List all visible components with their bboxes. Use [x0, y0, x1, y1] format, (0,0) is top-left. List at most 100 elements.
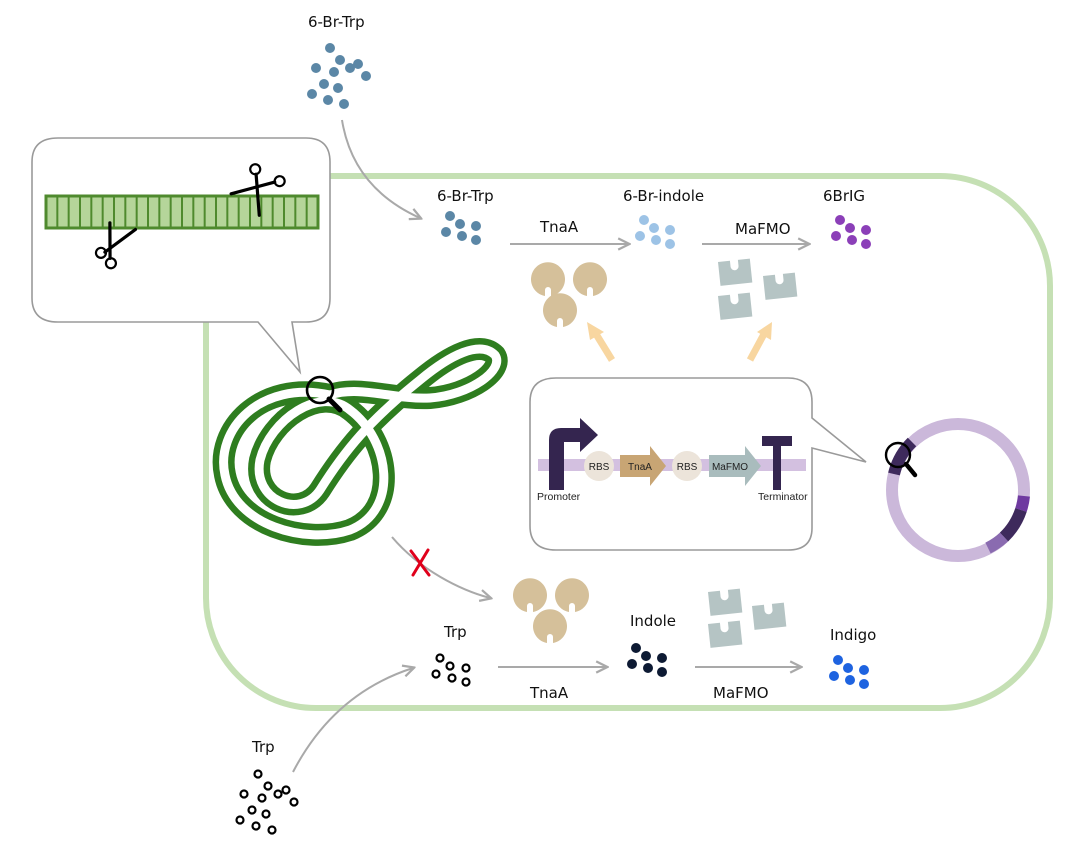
molecule: [267, 825, 277, 835]
gene-tnaA: [620, 446, 666, 486]
plasmid-segment-light: [985, 532, 1009, 554]
block-x-icon: [409, 548, 431, 577]
tnaA-enzyme: [554, 578, 589, 612]
6brig-label: 6BrIG: [823, 187, 865, 205]
trp-external-cluster: [235, 769, 299, 835]
cell-membrane: [203, 173, 1053, 711]
mafmo-top-label: MaFMO: [735, 220, 791, 238]
molecule: [257, 793, 267, 803]
molecule: [847, 235, 857, 245]
molecule: [273, 789, 283, 799]
plasmid-segment-dark-2: [999, 507, 1027, 542]
magnifier-icon: [884, 441, 918, 478]
6br-indole-cluster: [635, 215, 675, 249]
genome-edit-callout: [31, 137, 331, 375]
mafmo-enzyme: [763, 272, 798, 300]
mafmo-enzyme: [708, 588, 743, 616]
molecule: [361, 71, 371, 81]
molecule: [461, 677, 471, 687]
scissors-icon: [229, 163, 286, 217]
molecule: [643, 663, 653, 673]
molecule: [345, 63, 355, 73]
scissors-icon: [94, 221, 138, 270]
plasmid-segment-dark: [888, 437, 917, 476]
molecule: [831, 231, 841, 241]
molecule: [635, 231, 645, 241]
molecule: [261, 809, 271, 819]
molecule: [859, 679, 869, 689]
molecule: [657, 667, 667, 677]
tnaA-enzyme: [513, 578, 547, 612]
tnaA-enzyme: [573, 262, 607, 296]
indole-cluster: [627, 643, 667, 677]
gene-tnaA-label: TnaA: [628, 462, 652, 473]
molecule: [353, 59, 363, 69]
construct-callout: Promoter RBS TnaA RBS MaFMO Terminator: [529, 377, 867, 551]
molecule: [845, 223, 855, 233]
terminator-label: Terminator: [758, 491, 808, 503]
trp-internal-cluster: [431, 653, 471, 687]
rbs-2: [672, 451, 702, 481]
molecule: [627, 659, 637, 669]
molecule: [835, 215, 845, 225]
molecule: [335, 55, 345, 65]
molecule: [471, 235, 481, 245]
ext-6br-trp-cluster: [307, 43, 371, 109]
molecule: [833, 655, 843, 665]
molecule: [447, 673, 457, 683]
uptake-arrow-6br-trp: [341, 119, 420, 218]
tnaA-enzymes-top: [531, 262, 607, 327]
gene-mafmo-label: MaFMO: [712, 462, 748, 473]
molecule: [235, 815, 245, 825]
magnifier-icon: [305, 375, 343, 413]
indole-label: Indole: [630, 612, 676, 630]
mafmo-bottom-label: MaFMO: [713, 684, 769, 702]
molecule: [435, 653, 445, 663]
trp-internal-label: Trp: [443, 623, 467, 641]
rbs-1: [584, 451, 614, 481]
tnaA-bottom-label: TnaA: [529, 684, 569, 702]
molecule: [859, 665, 869, 675]
expression-arrow-tnaA: [593, 332, 615, 362]
molecule: [445, 661, 455, 671]
mafmo-enzyme: [752, 602, 787, 630]
mafmo-enzyme: [718, 258, 753, 286]
molecule: [307, 89, 317, 99]
expression-arrow-tnaA-head: [587, 322, 604, 340]
ext-6br-trp-label: 6-Br-Trp: [308, 13, 365, 31]
tnaA-top-label: TnaA: [539, 218, 579, 236]
rbs-2-label: RBS: [677, 462, 698, 473]
molecule: [631, 643, 641, 653]
molecule: [247, 805, 257, 815]
molecule: [239, 789, 249, 799]
molecule: [665, 239, 675, 249]
molecule: [329, 67, 339, 77]
gene-mafmo: [709, 446, 761, 486]
molecule: [253, 769, 263, 779]
6br-indole-label: 6-Br-indole: [623, 187, 704, 205]
molecule: [251, 821, 261, 831]
molecule: [845, 675, 855, 685]
molecule: [843, 663, 853, 673]
trp-external-label: Trp: [251, 738, 275, 756]
molecule: [325, 43, 335, 53]
molecule: [333, 83, 343, 93]
molecule: [657, 653, 667, 663]
mafmo-enzymes-top: [718, 258, 798, 320]
molecule: [861, 225, 871, 235]
molecule: [431, 669, 441, 679]
genome-chromosome: [212, 338, 508, 546]
tnaA-enzyme: [533, 609, 568, 643]
terminator-icon: [762, 436, 792, 490]
mafmo-enzymes-bottom: [708, 588, 787, 648]
molecule: [829, 671, 839, 681]
mafmo-enzyme: [708, 620, 743, 648]
molecule: [649, 223, 659, 233]
molecule: [861, 239, 871, 249]
molecule: [289, 797, 299, 807]
molecule: [323, 95, 333, 105]
mafmo-enzyme: [718, 292, 753, 320]
plasmid: [886, 418, 1030, 562]
molecule: [445, 211, 455, 221]
